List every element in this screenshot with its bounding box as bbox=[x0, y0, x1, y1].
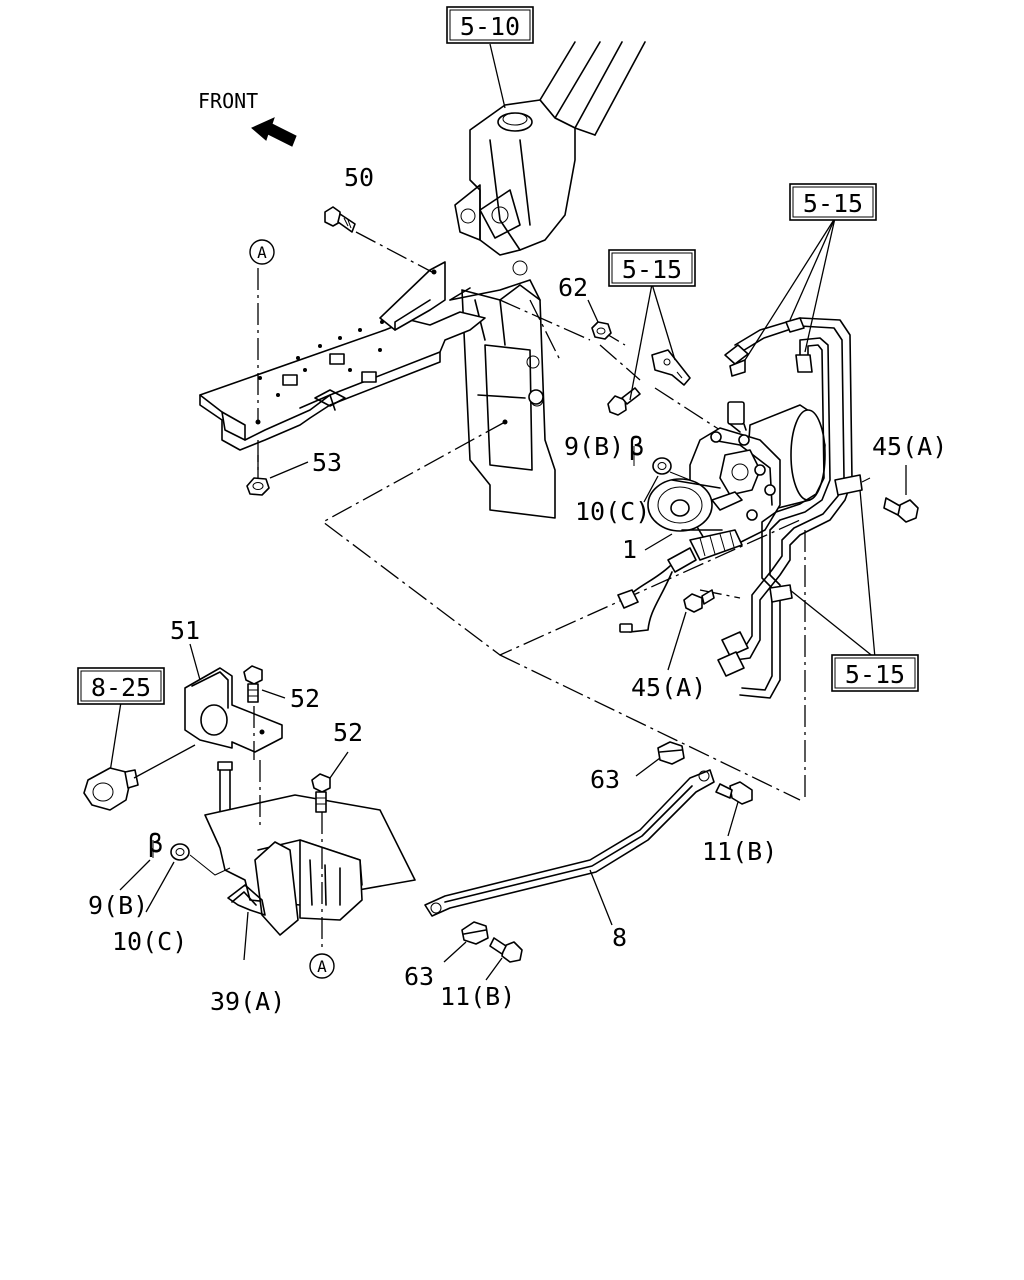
circle-label-a-upper: A bbox=[257, 243, 267, 262]
callout-63-upper: 63 bbox=[590, 765, 620, 794]
callout-62: 62 bbox=[558, 273, 588, 302]
callout-8: 8 bbox=[612, 923, 627, 952]
circle-mark-a-lower: A bbox=[309, 953, 335, 979]
bolt-45a-lower bbox=[667, 589, 715, 671]
ref-leaders bbox=[109, 43, 876, 773]
callout-39a: 39(A) bbox=[210, 987, 285, 1016]
callout-45a-lower: 45(A) bbox=[631, 673, 706, 702]
callout-beta-upper: β bbox=[629, 432, 644, 461]
bolt-upper bbox=[607, 387, 641, 416]
ref-box-top: 5-10 bbox=[446, 6, 534, 44]
ref-label-top: 5-10 bbox=[460, 12, 520, 41]
ref-label-upper-right: 5-15 bbox=[803, 189, 863, 218]
callout-45a-right: 45(A) bbox=[872, 432, 947, 461]
bolt-45a-right bbox=[883, 465, 919, 523]
callout-10c-lower: 10(C) bbox=[112, 927, 187, 956]
nut-62 bbox=[587, 299, 612, 340]
callout-9b-upper: 9(B) bbox=[564, 432, 624, 461]
ref-box-upper-right: 5-15 bbox=[789, 183, 877, 221]
callout-11b-lower: 11(B) bbox=[440, 982, 515, 1011]
callout-52-lower: 52 bbox=[333, 718, 363, 747]
callout-9b-lower: 9(B) bbox=[88, 891, 148, 920]
callout-51: 51 bbox=[170, 616, 200, 645]
callouts: 50 53 62 9(B) β 10(C) 1 45(A) 45(A) 51 5… bbox=[88, 163, 947, 1016]
callout-beta-lower: β bbox=[148, 829, 163, 858]
bolt-50 bbox=[324, 206, 433, 273]
compressor bbox=[617, 401, 826, 633]
front-label: FRONT bbox=[198, 89, 258, 113]
ref-box-left: 8-25 bbox=[77, 667, 165, 705]
phantom-lines bbox=[257, 268, 806, 801]
mounting-plate bbox=[199, 261, 486, 451]
ref-label-left: 8-25 bbox=[91, 673, 151, 702]
nut-53 bbox=[246, 455, 270, 496]
lever-bracket bbox=[83, 665, 416, 961]
ref-label-lower-right: 5-15 bbox=[845, 660, 905, 689]
circle-label-a-lower: A bbox=[317, 957, 327, 976]
front-indicator: FRONT bbox=[198, 89, 297, 147]
circle-mark-a-upper: A bbox=[249, 239, 275, 265]
callout-11b-upper: 11(B) bbox=[702, 837, 777, 866]
callout-53: 53 bbox=[312, 448, 342, 477]
ref-box-lower-right: 5-15 bbox=[831, 654, 919, 692]
callout-63-lower: 63 bbox=[404, 962, 434, 991]
ac-lines bbox=[717, 317, 871, 699]
callout-10c-upper: 10(C) bbox=[575, 497, 650, 526]
washer-10c-upper bbox=[643, 457, 691, 503]
callout-1: 1 bbox=[622, 535, 637, 564]
ref-label-middle: 5-15 bbox=[622, 255, 682, 284]
bracket-5-15 bbox=[651, 349, 691, 386]
callout-50: 50 bbox=[344, 163, 374, 192]
callout-52-upper: 52 bbox=[290, 684, 320, 713]
front-arrow-icon bbox=[251, 117, 297, 147]
frame-structure bbox=[449, 41, 646, 519]
ref-box-middle: 5-15 bbox=[608, 249, 696, 287]
rod-8 bbox=[424, 741, 753, 981]
